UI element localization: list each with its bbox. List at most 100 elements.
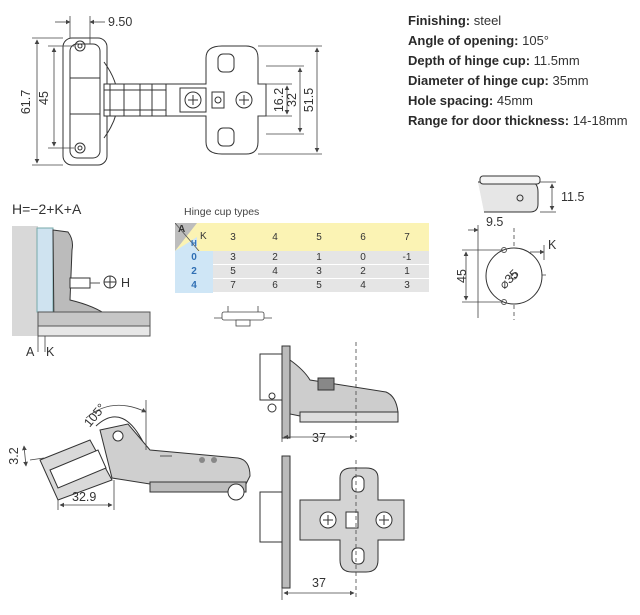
cup-center-mark [510,272,518,280]
value-cell: 4 [341,278,385,293]
dim-cup-offset: 9.5 [486,215,503,229]
mount-front-dimensions [281,460,357,600]
open-hinge-drawing [39,416,251,501]
dim-right-b: 32 [285,93,299,107]
table-title: Hinge cup types [184,206,260,218]
slot-bottom [217,127,235,147]
spec-value: 14-18mm [572,113,628,128]
value-cell: 2 [253,251,297,265]
dim-mount-b: 37 [312,576,326,590]
value-cell: 6 [253,278,297,293]
label-a: A [26,345,35,359]
value-cell: 3 [297,264,341,279]
slot-top [217,53,235,73]
side-dimensions [37,336,46,352]
k-col: 6 [341,223,385,251]
corner-h: H [191,239,197,248]
dim-hole-pitch: 45 [37,91,51,105]
dim-cup-depth: 11.5 [561,190,584,204]
corner-diagonal [175,223,200,251]
spec-label: Angle of opening: [408,33,519,48]
cup-side-view [478,175,541,213]
label-k: K [46,345,55,359]
cup-bore-circle [485,247,543,305]
table-row: 4 7 6 5 4 3 [175,278,429,293]
value-cell: 1 [297,251,341,265]
mounting-plate [165,45,267,155]
side-arm [289,359,399,417]
pilot-hole-bottom [501,299,507,305]
mount-front-drawing [259,455,405,589]
top-hinge-drawing [62,37,267,166]
side-door [281,345,291,439]
arm-body [103,83,167,117]
dim-cup-offset-bottom: 3.2 [7,447,21,464]
pilot-hole-top [501,247,507,253]
value-cell: 3 [385,278,429,293]
table-corner-cell: A K H [175,223,213,251]
value-cell: 5 [297,278,341,293]
mount-side-drawing [259,345,399,439]
dim-cup-spacing: 45 [455,269,469,283]
spec-value: steel [473,13,502,28]
spec-value: 45mm [496,93,533,108]
value-cell: 1 [385,264,429,279]
value-cell: 4 [253,264,297,279]
screw-hole-top [74,40,86,52]
value-cell: -1 [385,251,429,265]
value-cell: 7 [213,278,253,293]
screw-hole-bottom [74,142,86,154]
dim-open-angle: 105° [81,401,108,430]
dim-height-left: 61.7 [19,90,33,114]
shelf-plate [37,311,151,327]
value-cell: 0 [341,251,385,265]
spec-label: Hole spacing: [408,93,494,108]
spec-value: 11.5mm [533,53,580,68]
spec-value: 35mm [552,73,589,88]
value-cell: 3 [213,251,253,265]
h-cell: 2 [175,264,213,279]
k-col: 4 [253,223,297,251]
cabinet-side [12,226,38,336]
spec-depth: Depth of hinge cup: 11.5mm [408,53,580,68]
spec-label: Diameter of hinge cup: [408,73,549,88]
spec-value: 105° [522,33,549,48]
h-cell: 4 [175,278,213,293]
spec-finishing: Finishing: steel [408,13,501,28]
small-plate-icon [214,306,272,327]
corner-k: K [200,231,207,242]
formula-text: H=−2+K+A [12,201,82,217]
top-dimensions [32,16,322,166]
screw-cross-1 [184,91,202,109]
k-col: 7 [385,223,429,251]
table-header-row: A K H 3 4 5 6 7 [175,223,429,251]
value-cell: 5 [213,264,253,279]
spec-angle: Angle of opening: 105° [408,33,549,48]
h-cell: 0 [175,251,213,265]
table-row: 2 5 4 3 2 1 [175,264,429,279]
spec-label: Depth of hinge cup: [408,53,531,68]
dim-mount-a: 37 [312,431,326,445]
spec-range: Range for door thickness: 14-18mm [408,113,628,128]
k-col: 3 [213,223,253,251]
mount-side-dimensions [281,342,357,442]
hinge-cup-table: A K H 3 4 5 6 7 0 3 2 1 0 -1 2 5 4 3 2 1… [175,223,429,293]
k-col: 5 [297,223,341,251]
dim-right-c: 51.5 [302,88,316,112]
dim-right-a: 16.2 [272,88,286,112]
front-door [281,455,291,589]
dim-cup-k: K [548,238,557,252]
open-plate [149,481,247,493]
label-h: H [121,276,130,290]
open-dimensions [22,400,147,510]
spec-label: Range for door thickness: [408,113,570,128]
dim-width-top: 9.50 [108,15,132,29]
corner-a: A [178,224,186,235]
spec-hole-spacing: Hole spacing: 45mm [408,93,533,108]
spec-label: Finishing: [408,13,471,28]
value-cell: 2 [341,264,385,279]
table-row: 0 3 2 1 0 -1 [175,251,429,265]
door-glass [36,227,54,313]
spec-diameter: Diameter of hinge cup: 35mm [408,73,589,88]
